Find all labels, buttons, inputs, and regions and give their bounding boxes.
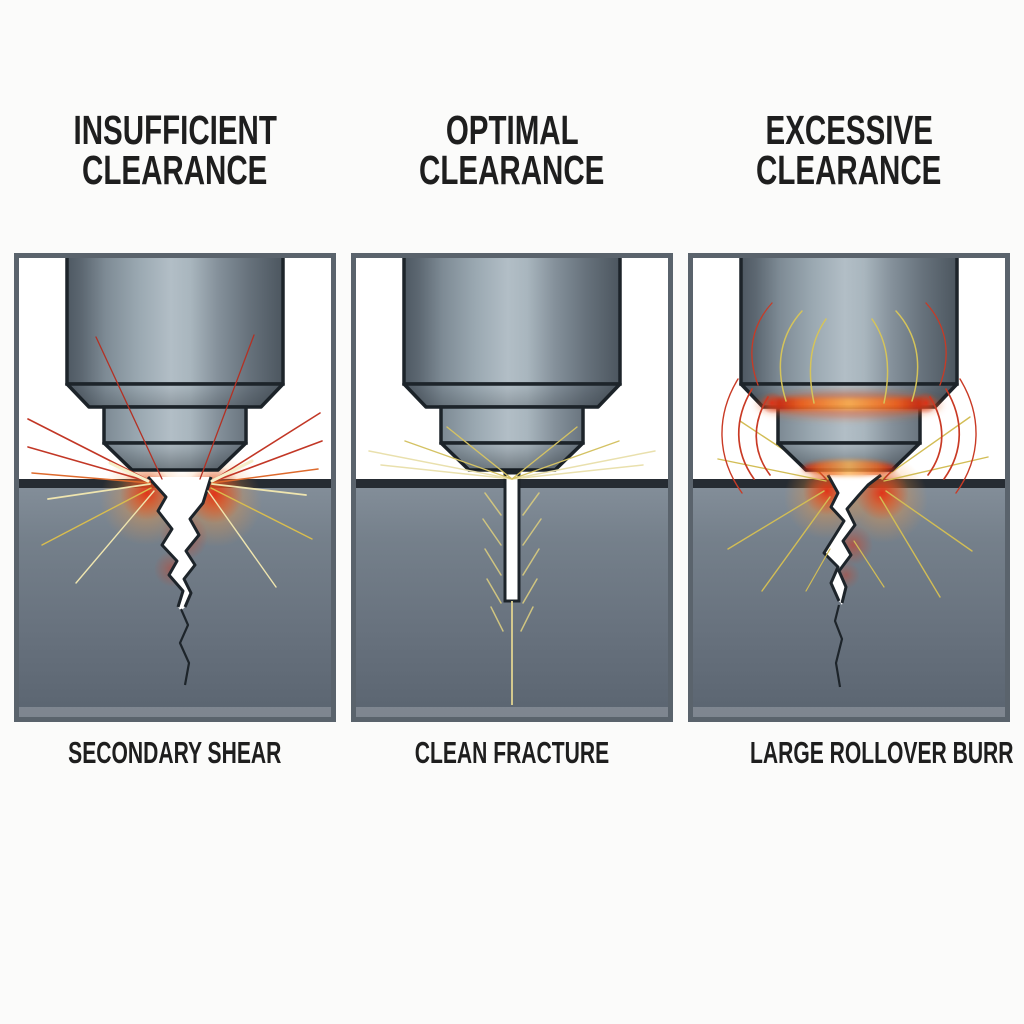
title-line: CLEARANCE: [14, 147, 336, 193]
panel-illustration-excessive: [688, 253, 1010, 722]
panel-caption-clean-fracture: CLEAN FRACTURE: [351, 737, 673, 769]
spark-lines: [368, 426, 656, 632]
panel-border: [688, 253, 1010, 722]
panel-excessive-clearance: [688, 253, 1010, 722]
panel-title-insufficient: INSUFFICIENT CLEARANCE: [14, 107, 336, 193]
title-text: CLEARANCE: [756, 147, 942, 193]
panel-illustration-insufficient: [14, 253, 336, 722]
panel-title-optimal: OPTIMAL CLEARANCE: [351, 107, 673, 193]
panel-caption-secondary-shear: SECONDARY SHEAR: [14, 737, 336, 769]
caption-text: CLEAN FRACTURE: [414, 735, 610, 770]
secondary-shear-crack: [146, 475, 213, 686]
title-line: CLEARANCE: [688, 147, 1010, 193]
panel-border: [14, 253, 336, 722]
rollover-burr-crack: [822, 473, 882, 688]
panel-title-excessive: EXCESSIVE CLEARANCE: [688, 107, 1010, 193]
title-text: CLEARANCE: [82, 147, 268, 193]
panel-caption-large-rollover-burr: LARGE ROLLOVER BURR: [688, 737, 1014, 769]
panel-optimal-clearance: [351, 253, 673, 722]
title-text: CLEARANCE: [419, 147, 605, 193]
friction-hot-bands: [757, 392, 941, 476]
panel-insufficient-clearance: [14, 253, 336, 722]
clean-fracture-crack: [503, 471, 521, 705]
title-text: OPTIMAL: [445, 107, 579, 153]
title-line: CLEARANCE: [351, 147, 673, 193]
caption-text: LARGE ROLLOVER BURR: [750, 735, 1014, 770]
title-line: EXCESSIVE: [688, 107, 1010, 153]
title-text: EXCESSIVE: [765, 107, 933, 153]
title-text: INSUFFICIENT: [73, 107, 277, 153]
panel-border: [351, 253, 673, 722]
caption-text: SECONDARY SHEAR: [68, 735, 282, 770]
stress-arc-lines: [721, 302, 977, 494]
title-line: OPTIMAL: [351, 107, 673, 153]
panel-illustration-optimal: [351, 253, 673, 722]
spark-lines: [27, 334, 323, 588]
title-line: INSUFFICIENT: [14, 107, 336, 153]
